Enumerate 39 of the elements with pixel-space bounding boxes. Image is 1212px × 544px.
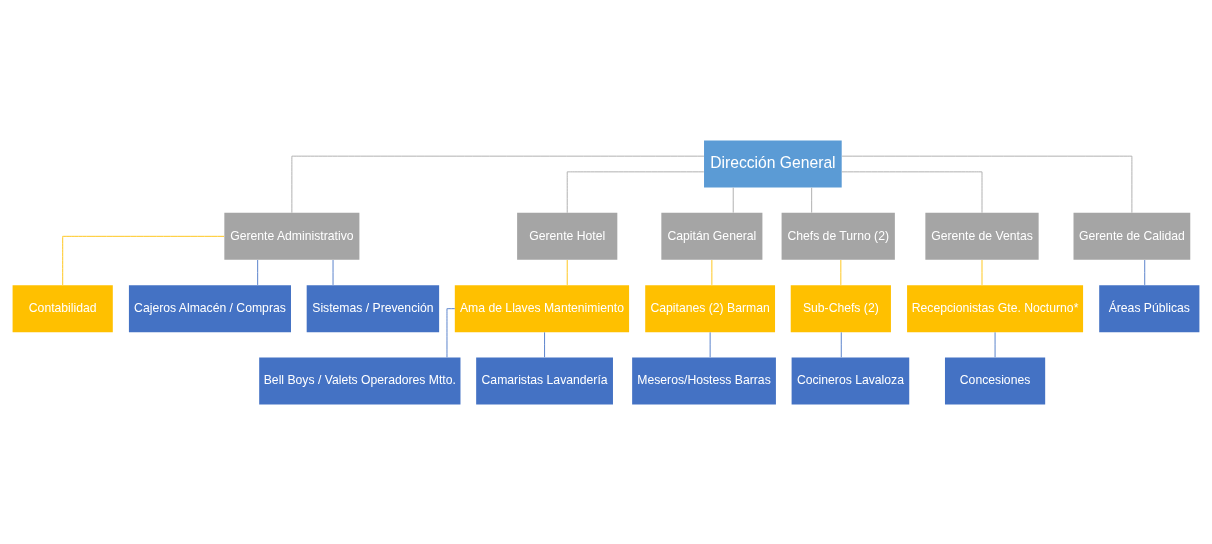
- node-box: Capitanes (2) Barman: [645, 284, 776, 332]
- node-box: Ama de Llaves Mantenimiento: [454, 284, 630, 332]
- node-box: Camaristas Lavandería: [476, 356, 613, 404]
- node-box: Gerente de Ventas: [925, 212, 1039, 260]
- connector: [544, 331, 545, 358]
- connector: [711, 259, 713, 285]
- node-box: Cocineros Lavaloza: [791, 356, 910, 404]
- connector: [841, 155, 1133, 213]
- connector: [446, 307, 456, 358]
- node-box: Sistemas / Prevención: [306, 284, 440, 332]
- node-box: Chefs de Turno (2): [781, 212, 895, 260]
- connector: [62, 235, 225, 285]
- node-box: Gerente de Calidad: [1073, 212, 1191, 260]
- node-box: Áreas Públicas: [1099, 284, 1200, 332]
- node-box: Sub-Chefs (2): [790, 284, 891, 332]
- connector: [811, 186, 813, 213]
- connector: [257, 259, 259, 285]
- node-box: Cajeros Almacén / Compras: [128, 284, 291, 332]
- connector: [1144, 259, 1146, 285]
- node-box: Dirección General: [704, 140, 842, 188]
- node-box: Bell Boys / Valets Operadores Mtto.: [259, 356, 461, 404]
- node-box: Capitán General: [661, 212, 763, 260]
- node-box: Recepcionistas Gte. Nocturno*: [907, 284, 1084, 332]
- connector: [841, 170, 983, 213]
- connector: [291, 155, 705, 213]
- connector: [332, 259, 334, 285]
- node-box: Gerente Administrativo: [224, 212, 360, 260]
- node-box: Contabilidad: [12, 284, 113, 332]
- connector: [566, 259, 568, 285]
- node-box: Gerente Hotel: [517, 212, 618, 260]
- connector: [566, 170, 705, 213]
- node-box: Concesiones: [944, 356, 1046, 404]
- connector: [840, 331, 842, 358]
- connector: [981, 259, 983, 285]
- connector: [840, 259, 842, 285]
- connector: [709, 331, 711, 358]
- connector: [732, 186, 734, 213]
- connector: [994, 331, 996, 358]
- node-box: Meseros/Hostess Barras: [632, 356, 776, 404]
